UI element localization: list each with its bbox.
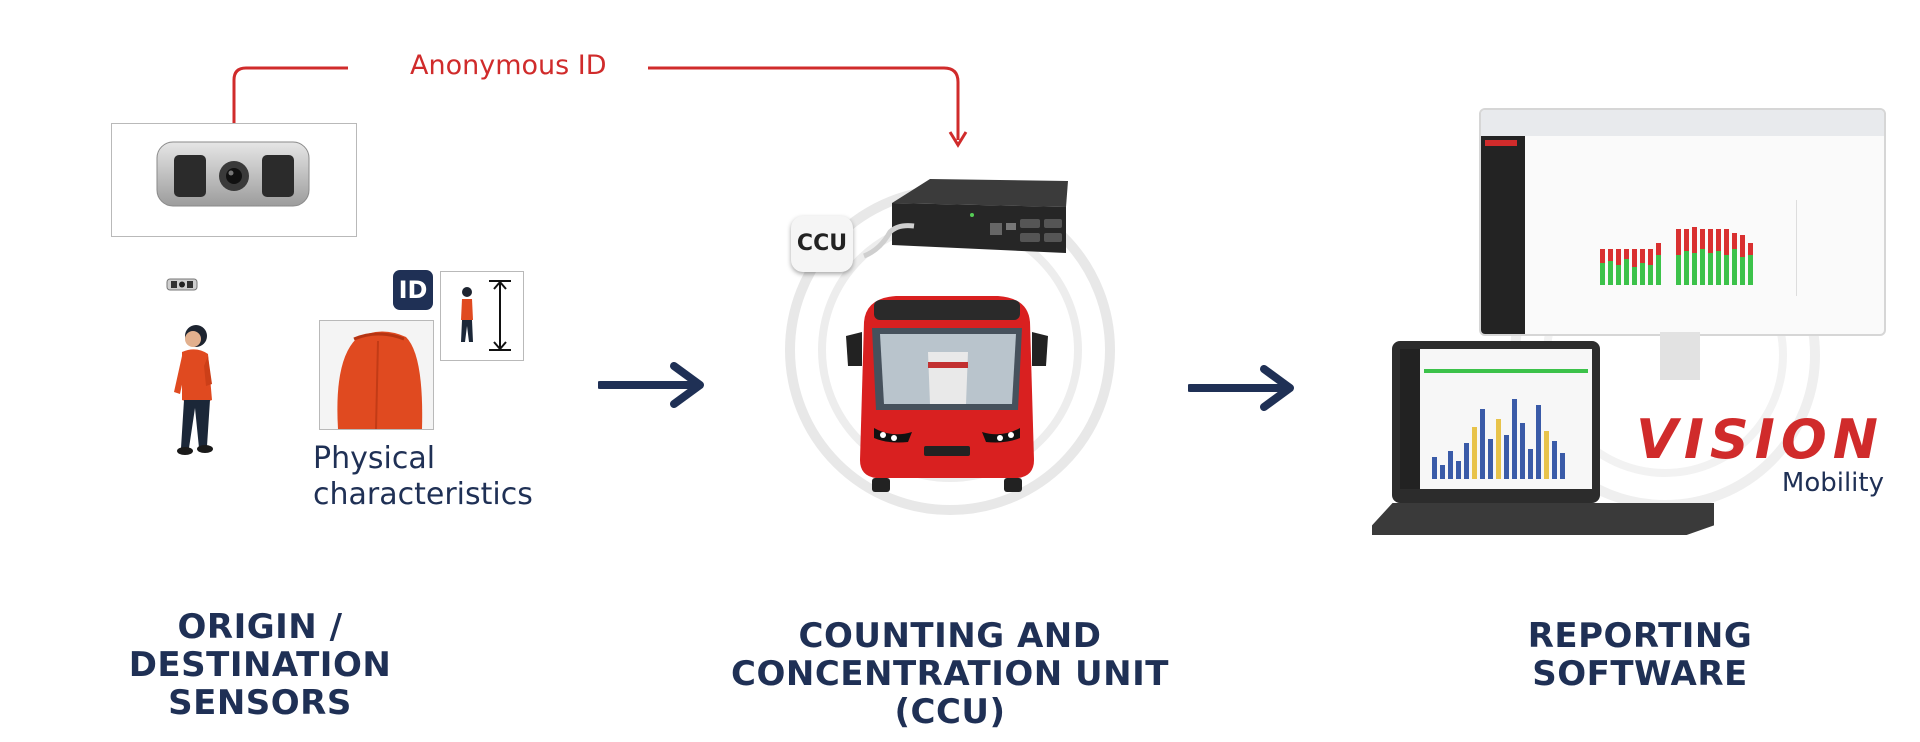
laptop-base xyxy=(1372,503,1714,535)
physical-label-line2: characteristics xyxy=(313,477,533,512)
ccu-title: COUNTING AND CONCENTRATION UNIT (CCU) xyxy=(690,617,1210,731)
physical-label-line1: Physical xyxy=(313,441,436,476)
sensor-camera-icon xyxy=(156,141,310,207)
sensors-title: ORIGIN / DESTINATION SENSORS xyxy=(60,608,460,722)
sensors-title-line1: ORIGIN / DESTINATION xyxy=(128,607,392,685)
person-icon xyxy=(174,325,213,455)
laptop-status-strip xyxy=(1424,369,1588,373)
laptop-chart-area xyxy=(1428,379,1588,479)
height-measure-frame xyxy=(440,271,524,361)
sensors-title-line2: SENSORS xyxy=(168,683,352,723)
shirt-closeup-icon xyxy=(337,331,423,429)
laptop-sidebar xyxy=(1400,349,1420,489)
sensor-image-frame xyxy=(111,123,357,237)
right-arrow-icon xyxy=(1188,365,1294,411)
monitor-stand xyxy=(1660,332,1700,380)
right-arrow-icon xyxy=(598,362,704,408)
laptop-screen xyxy=(1392,341,1600,503)
ccu-title-line2: CONCENTRATION UNIT (CCU) xyxy=(731,654,1169,732)
id-badge: ID xyxy=(393,270,433,310)
monitor-brand-strip xyxy=(1485,140,1517,146)
monitor-browser-bar xyxy=(1481,110,1884,136)
laptop-display xyxy=(1400,349,1592,489)
ceiling-sensor-icon xyxy=(166,278,198,291)
monitor-sidebar xyxy=(1481,136,1525,334)
brand-logo: VISION Mobility xyxy=(1636,408,1884,499)
software-title: REPORTING SOFTWARE xyxy=(1430,617,1850,693)
ccu-box-icon xyxy=(892,179,1068,253)
bus-icon xyxy=(846,296,1048,492)
ccu-badge: CCU xyxy=(791,216,853,272)
ccu-cable xyxy=(863,223,915,259)
anonymous-id-label: Anonymous ID xyxy=(410,50,607,81)
monitor-chart-area xyxy=(1596,205,1786,285)
height-measure-icon xyxy=(461,280,511,351)
ccu-title-line1: COUNTING AND xyxy=(798,616,1102,656)
torso-image-frame xyxy=(319,320,434,430)
brand-name: VISION xyxy=(1636,408,1884,471)
monitor-side-panel xyxy=(1796,200,1879,296)
software-title-text: REPORTING SOFTWARE xyxy=(1527,616,1753,694)
brand-subtitle: Mobility xyxy=(1781,468,1884,498)
monitor xyxy=(1479,108,1886,336)
physical-characteristics-label: Physical characteristics xyxy=(313,441,533,513)
